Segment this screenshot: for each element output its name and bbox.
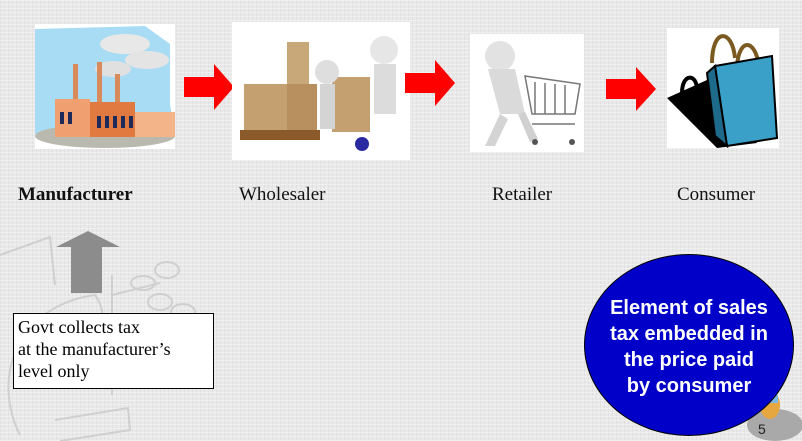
retailer-image — [470, 34, 584, 152]
label-consumer: Consumer — [677, 184, 756, 205]
factory-icon — [35, 26, 175, 148]
up-arrow-icon — [56, 231, 120, 293]
manufacturer-image — [35, 24, 175, 149]
callout-line-1: Element of sales — [610, 297, 768, 319]
callout-line-4: by consumer — [626, 375, 752, 397]
boxes-pallet-icon — [240, 36, 398, 151]
page-number: 5 — [758, 421, 766, 437]
tax-note-line-3: level only — [18, 361, 90, 381]
callout-line-3: the price paid — [623, 349, 755, 371]
callout-line-2: tax embedded in — [610, 323, 768, 345]
flow-arrow-1 — [184, 64, 234, 110]
label-wholesaler: Wholesaler — [239, 184, 326, 205]
wholesaler-image — [232, 22, 410, 160]
consumer-image — [667, 28, 779, 148]
tax-note-line-1: Govt collects tax — [18, 317, 140, 337]
label-manufacturer: Manufacturer — [18, 184, 133, 205]
tax-note-line-2: at the manufacturer’s — [18, 339, 171, 359]
tax-collection-note: Govt collects tax at the manufacturer’s … — [13, 313, 214, 389]
sales-tax-callout: Element of sales tax embedded in the pri… — [584, 254, 794, 436]
label-retailer: Retailer — [492, 184, 553, 205]
shopping-cart-person-icon — [485, 41, 581, 146]
flow-arrow-2 — [405, 60, 455, 106]
shopping-bag-icon — [667, 34, 779, 148]
flow-arrow-3 — [606, 67, 656, 111]
